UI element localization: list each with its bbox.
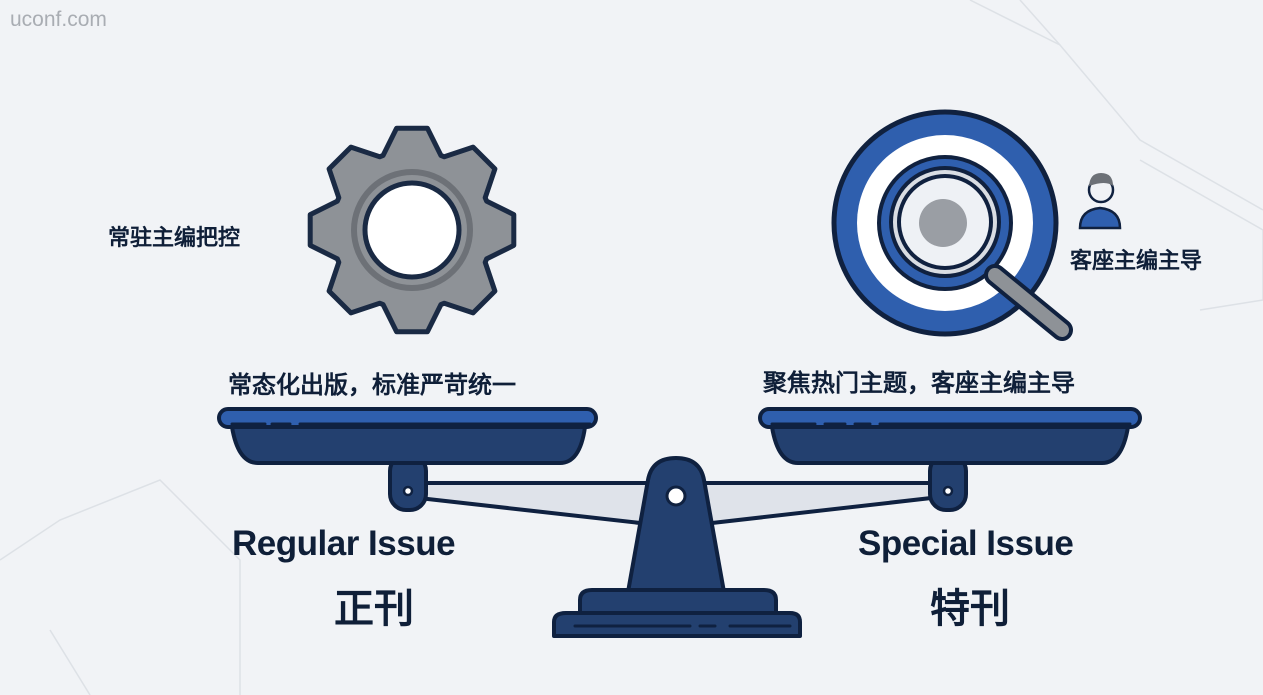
right-title-en: Special Issue <box>858 524 1074 563</box>
left-title-cn: 正刊 <box>334 586 414 632</box>
right-caption: 聚焦热门主题，客座主编主导 <box>763 369 1075 397</box>
person-icon <box>1078 173 1122 230</box>
right-pan <box>770 425 1130 465</box>
balance-scale <box>217 407 1142 638</box>
left-title-en: Regular Issue <box>232 524 456 563</box>
magnifier-target-icon <box>831 109 1073 341</box>
left-side-label: 常驻主编把控 <box>108 226 241 251</box>
gear-icon <box>307 125 517 335</box>
right-side-label: 客座主编主导 <box>1070 249 1203 274</box>
left-pan <box>230 425 587 465</box>
watermark: uconf.com <box>10 8 107 31</box>
pan-dashes <box>230 422 1132 628</box>
left-caption: 常态化出版，标准严苛统一 <box>228 371 516 399</box>
right-title-cn: 特刊 <box>930 586 1010 632</box>
